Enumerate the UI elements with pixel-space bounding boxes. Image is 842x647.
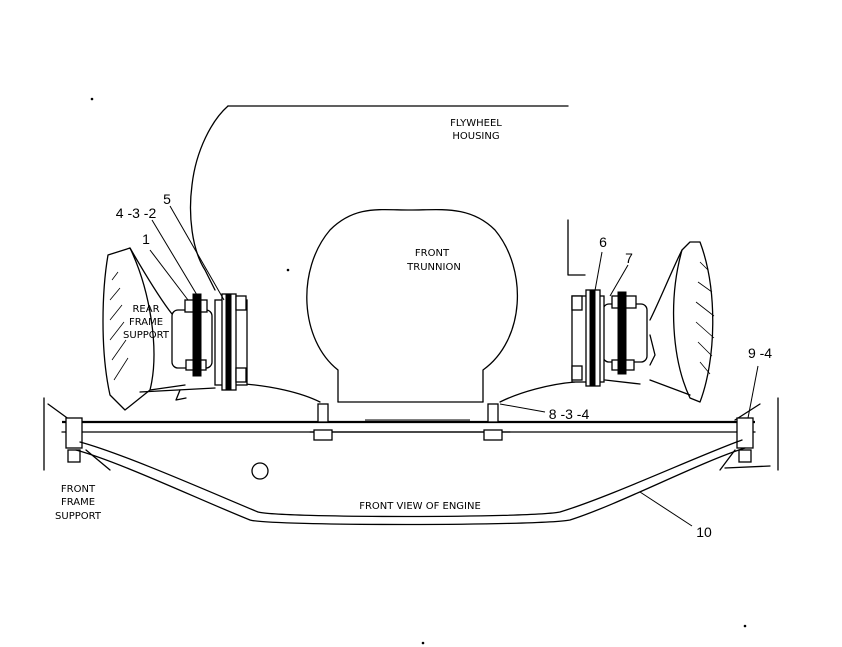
right-isolator-bolt	[617, 291, 627, 375]
label-front-trunnion-2: TRUNNION	[406, 262, 461, 273]
front-trunnion	[306, 208, 519, 421]
label-front-trunnion-1: FRONT	[415, 248, 450, 259]
callout-4-3-2: 4 -3 -2	[116, 205, 157, 221]
label-rear-frame-support-2: FRAME	[129, 317, 163, 328]
front-trunnion-outline	[306, 208, 519, 403]
leader-lines	[149, 205, 759, 527]
label-rear-frame-support-3: SUPPORT	[123, 330, 170, 341]
text-labels: FLYWHEEL HOUSING FRONT TRUNNION REAR FRA…	[55, 118, 502, 522]
label-front-frame-support-3: SUPPORT	[55, 511, 102, 522]
front-crossbar	[61, 403, 756, 441]
callout-6: 6	[599, 234, 607, 250]
right-rear-frame-support	[571, 241, 715, 403]
callout-5: 5	[163, 191, 171, 207]
callout-7: 7	[625, 250, 633, 266]
lower-support-beam	[75, 439, 746, 526]
label-front-frame-support-2: FRAME	[61, 497, 95, 508]
callout-numbers: 4 -3 -2 5 1 6 7 9 -4 8 -3 -4 10	[116, 191, 773, 540]
left-isolator-bolt	[192, 293, 202, 377]
trunnion-bolt-left	[317, 403, 329, 423]
label-front-view-of-engine: FRONT VIEW OF ENGINE	[359, 501, 481, 512]
trunnion-bolt-right	[487, 403, 499, 423]
lower-support-hole	[251, 462, 269, 480]
label-rear-frame-support-1: REAR	[132, 304, 159, 315]
left-isolator	[171, 309, 213, 369]
front-frame-supports	[43, 397, 779, 471]
left-rear-frame-support	[102, 247, 248, 411]
label-front-frame-support-1: FRONT	[61, 484, 96, 495]
callout-9-4: 9 -4	[748, 345, 772, 361]
label-flywheel-housing-2: HOUSING	[452, 131, 499, 142]
scan-specks	[90, 97, 747, 645]
callout-1: 1	[142, 231, 150, 247]
callout-8-3-4: 8 -3 -4	[549, 406, 590, 422]
label-flywheel-housing-1: FLYWHEEL	[450, 118, 502, 129]
callout-10: 10	[696, 524, 712, 540]
